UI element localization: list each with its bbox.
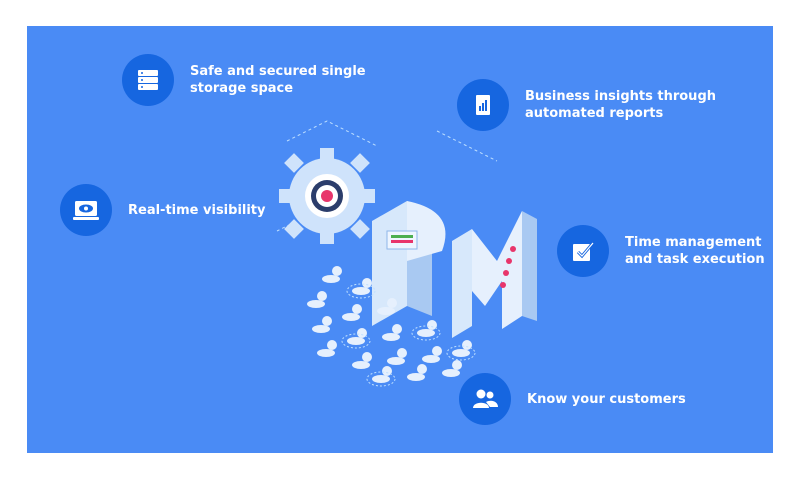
feature-customers-label: Know your customers <box>527 391 686 407</box>
feature-visibility: Real-time visibility <box>60 184 266 236</box>
feature-insights-label: Business insights through automated repo… <box>525 89 717 121</box>
feature-storage: Safe and secured single storage space <box>122 54 366 106</box>
feature-insights: Business insights through automated repo… <box>457 79 716 131</box>
feature-time-label: Time management and task execution <box>625 235 765 267</box>
report-icon <box>457 79 509 131</box>
users-icon <box>459 373 511 425</box>
checkbox-icon <box>557 225 609 277</box>
crm-illustration <box>276 120 537 387</box>
monitor-eye-icon <box>60 184 112 236</box>
feature-visibility-label: Real-time visibility <box>128 202 266 218</box>
feature-storage-label: Safe and secured single storage space <box>190 64 366 96</box>
feature-time: Time management and task execution <box>557 225 765 277</box>
server-icon <box>122 54 174 106</box>
feature-customers: Know your customers <box>459 373 686 425</box>
crm-banner: Safe and secured single storage space Bu… <box>27 26 773 453</box>
